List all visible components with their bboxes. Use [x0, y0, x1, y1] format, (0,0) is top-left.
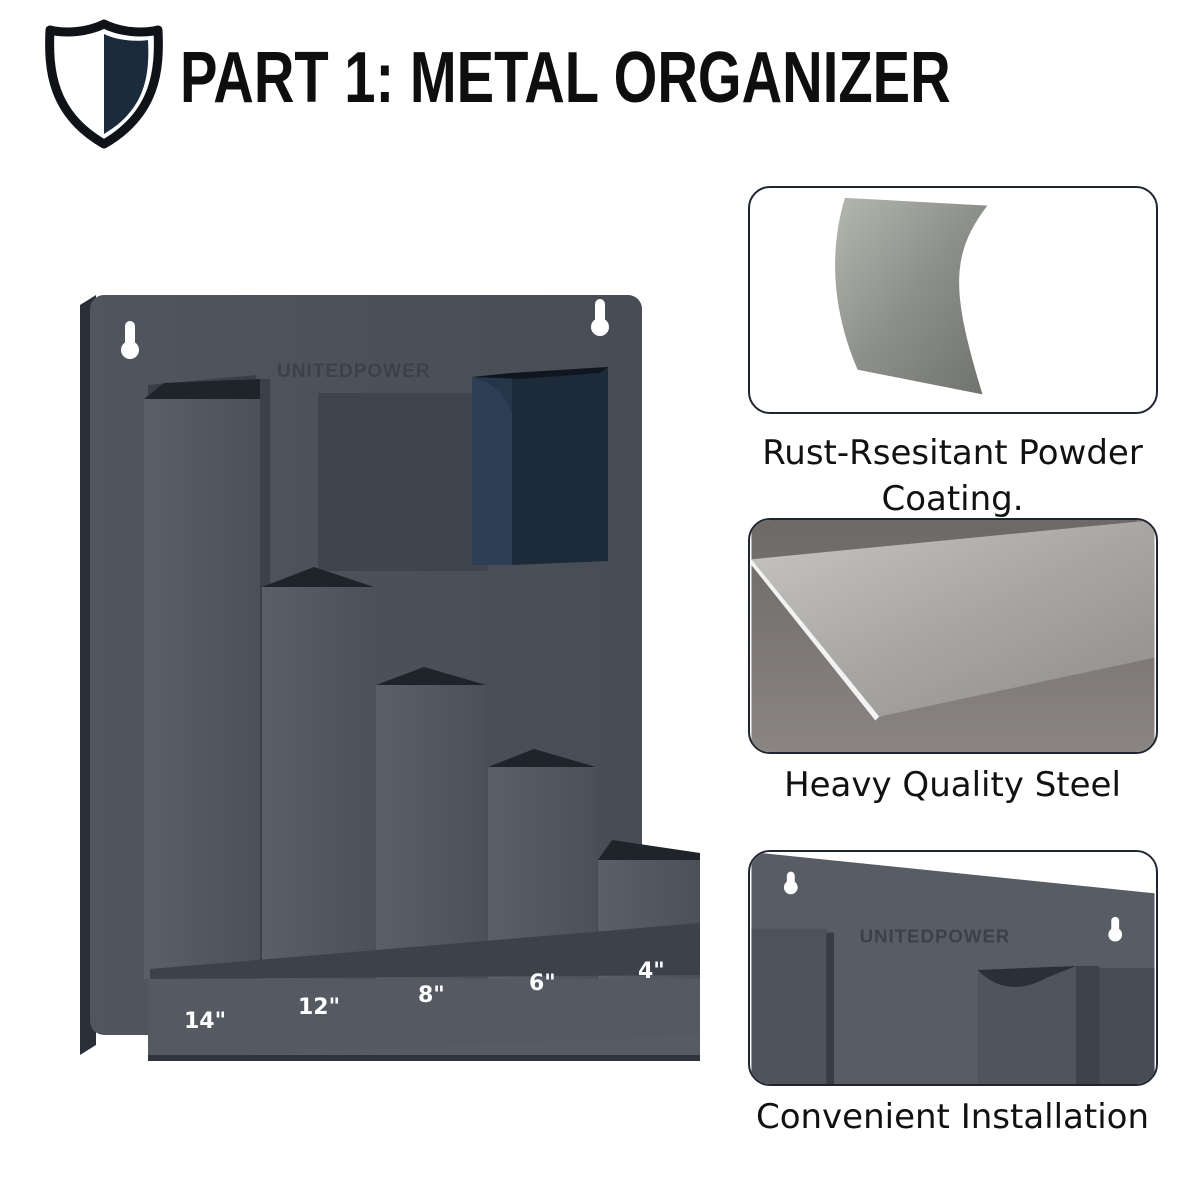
keyhole-left [121, 321, 139, 359]
feature-card-steel [748, 518, 1158, 754]
slot-label-12: 12" [298, 995, 340, 1020]
slot-label-6: 6" [529, 971, 556, 996]
metal-organizer-image: UNITEDPOWER 14" 12" 8" 6" 4" [80, 295, 700, 1061]
wall-mount-closeup-icon: UNITEDPOWER [751, 852, 1155, 1084]
caption-steel: Heavy Quality Steel [784, 765, 1121, 805]
caption-powder-coating: Rust-Rsesitant Powder Coating. [762, 433, 1143, 519]
brand-emboss: UNITEDPOWER [277, 361, 431, 382]
slot-label-14: 14" [184, 1009, 226, 1034]
slot-label-4: 4" [638, 959, 665, 984]
header: PART 1: METAL ORGANIZER [0, 0, 1200, 170]
brand-emboss-closeup: UNITEDPOWER [860, 925, 1011, 946]
brushed-steel-sheet-icon [751, 520, 1155, 752]
keyhole-right [591, 299, 609, 336]
slot-label-8: 8" [418, 983, 445, 1008]
page-title: PART 1: METAL ORGANIZER [180, 38, 951, 118]
feature-card-installation: UNITEDPOWER [748, 850, 1158, 1086]
caption-installation: Convenient Installation [755, 1097, 1150, 1137]
feature-card-powder-coating [748, 186, 1158, 414]
shield-icon [45, 19, 163, 149]
powder-coating-swatch-icon [835, 197, 988, 395]
